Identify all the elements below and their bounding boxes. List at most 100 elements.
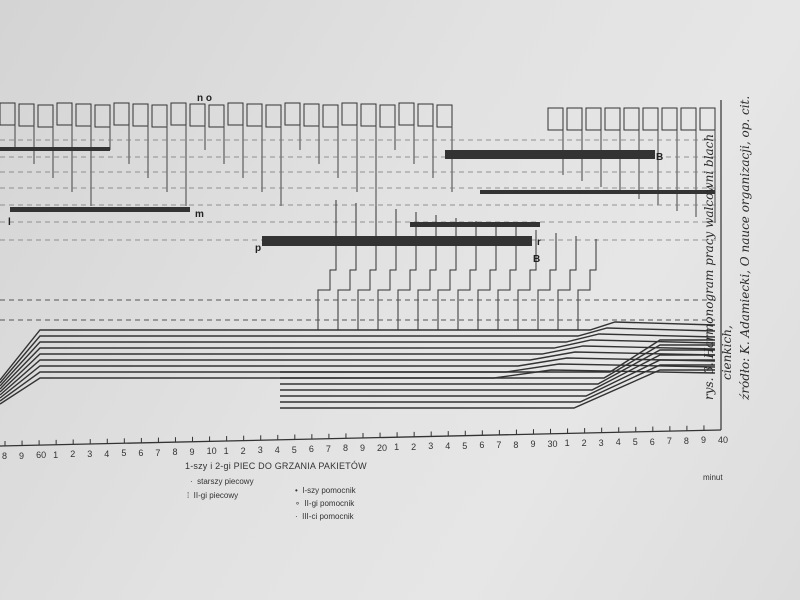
step-block <box>113 102 130 126</box>
tick-label: 10 <box>206 446 217 457</box>
step-line <box>377 209 397 330</box>
step-block <box>284 102 301 126</box>
tick-label: 6 <box>138 447 144 458</box>
tick-label: 2 <box>70 449 76 460</box>
work-bar <box>480 190 715 194</box>
tick-label: 6 <box>479 440 485 451</box>
step-block <box>566 107 583 131</box>
tick-label: 1 <box>223 446 229 457</box>
legend-iii-pomocnik: · III-ci pomocnik <box>295 512 354 521</box>
step-block <box>37 104 54 128</box>
legend-label: II-gi piecowy <box>193 491 239 500</box>
tick-label: 20 <box>377 442 388 453</box>
tick-label: 9 <box>19 450 25 461</box>
legend-i-pomocnik: • I-szy pomocnik <box>295 486 356 495</box>
tick-label: 2 <box>581 438 587 449</box>
step-block <box>699 107 716 131</box>
marker-p: p <box>255 243 262 254</box>
bundle-line <box>0 357 716 399</box>
step-block <box>436 104 453 128</box>
step-block <box>623 107 640 131</box>
step-block <box>585 107 602 131</box>
time-axis-line <box>0 429 722 447</box>
bundle-line <box>0 333 716 387</box>
caption-line-2: cienkich, <box>720 325 734 380</box>
step-line <box>457 221 477 330</box>
step-block <box>265 104 282 128</box>
handwritten-caption: rys. 3. Harmonogram pracy walcowni blach… <box>700 96 754 400</box>
legend-starszy-piecowy: · starszy piecowy <box>190 477 254 486</box>
bundle-line <box>280 364 715 403</box>
bundle-line <box>0 327 716 384</box>
tick-label: 9 <box>360 443 366 453</box>
legend-ii-pomocnik: ∘ II-gi pomocnik <box>295 499 355 508</box>
step-line <box>497 227 517 330</box>
tick-label: 8 <box>172 447 178 458</box>
step-line <box>517 230 537 330</box>
tick-label: 7 <box>155 447 161 458</box>
tick-label: 6 <box>308 444 314 455</box>
step-block <box>151 104 168 128</box>
step-block <box>604 107 621 131</box>
step-line <box>317 200 337 330</box>
step-block <box>0 102 16 126</box>
caption-line-1: rys. 3. Harmonogram pracy walcowni blach <box>702 133 716 400</box>
tick-label: 9 <box>189 446 195 457</box>
marker-l: l <box>8 217 11 228</box>
tick-label: 6 <box>649 436 655 447</box>
bundle-line <box>280 344 715 379</box>
work-bar <box>445 150 655 159</box>
step-block <box>642 107 659 131</box>
step-line <box>437 218 457 330</box>
tick-label: 5 <box>121 448 127 459</box>
tick-label: 3 <box>87 449 93 460</box>
step-block <box>680 107 697 131</box>
step-block <box>189 103 206 127</box>
step-block <box>132 103 149 127</box>
bundle-line <box>0 345 716 393</box>
tick-label: 7 <box>496 439 502 450</box>
step-block <box>18 103 35 127</box>
step-line <box>397 212 417 330</box>
step-line <box>337 203 357 330</box>
tick-label: 60 <box>36 450 47 461</box>
axis-unit: minut <box>703 473 723 482</box>
tick-label: 8 <box>683 435 689 446</box>
tick-label: 3 <box>598 437 604 448</box>
work-bar <box>410 222 540 227</box>
legend-label: II-gi pomocnik <box>304 499 355 508</box>
bundle-line <box>0 351 716 396</box>
step-line <box>537 233 557 330</box>
tick-label: 40 <box>718 435 729 445</box>
step-block <box>379 104 396 128</box>
bundle-line <box>280 354 715 391</box>
step-block <box>360 103 377 127</box>
tick-label: 8 <box>2 451 8 461</box>
step-block <box>75 103 92 127</box>
tick-label: 7 <box>325 443 331 454</box>
step-line <box>417 215 437 330</box>
axis-title: 1-szy i 2-gi PIEC DO GRZANIA PAKIETÓW <box>185 461 367 471</box>
marker-b-upper: B <box>656 152 664 163</box>
bundle-line <box>280 349 715 385</box>
bundle-line <box>280 369 715 409</box>
tick-label: 4 <box>104 448 110 459</box>
step-block <box>208 104 225 128</box>
tick-label: 2 <box>411 441 417 452</box>
bundle-line <box>280 339 715 373</box>
step-block <box>246 103 263 127</box>
bundle-line <box>280 359 715 397</box>
tick-label: 1 <box>564 438 570 449</box>
tick-label: 7 <box>666 436 672 447</box>
step-line <box>557 236 577 330</box>
marker-b-lower: B <box>533 254 541 265</box>
step-line <box>477 224 497 330</box>
bundle-line <box>0 339 716 390</box>
step-line <box>357 206 377 330</box>
tick-label: 5 <box>291 444 297 455</box>
tick-label: 4 <box>615 437 621 448</box>
tick-label: 8 <box>342 443 348 454</box>
tick-label: 9 <box>700 435 706 446</box>
tick-label: 5 <box>462 440 468 451</box>
step-block <box>341 102 358 126</box>
